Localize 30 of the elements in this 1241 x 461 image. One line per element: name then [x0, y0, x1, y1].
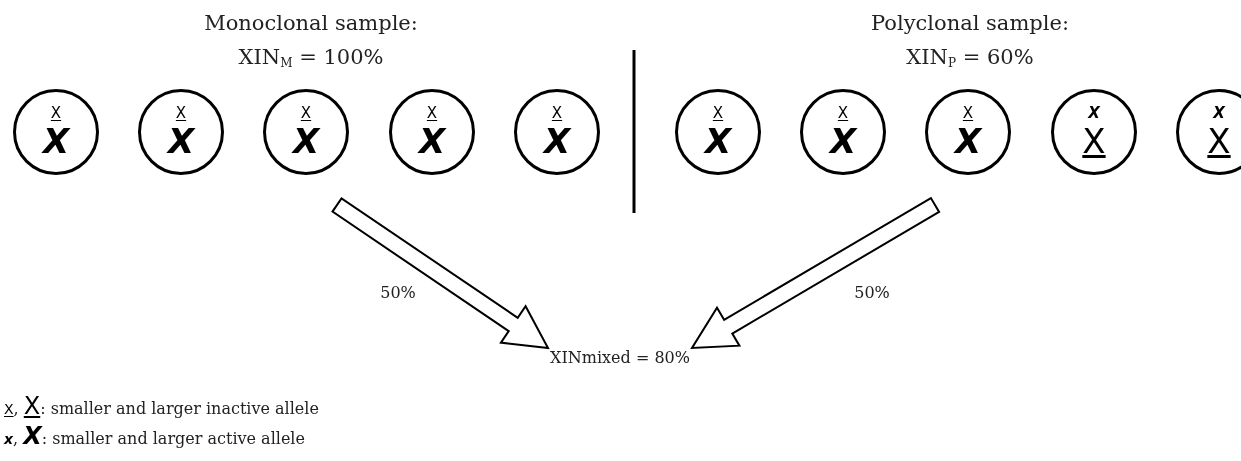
allele-symbol: X — [418, 124, 446, 158]
allele-symbol: X — [551, 106, 563, 121]
legend-entry: x, X: smaller and larger active allele — [4, 422, 305, 450]
allele-symbol: X — [175, 106, 187, 121]
result-text: XINmixed = 80% — [550, 347, 690, 367]
allele-symbol: X — [1082, 124, 1106, 158]
allele-symbol: X — [712, 106, 724, 121]
allele-symbol: X — [1207, 124, 1231, 158]
allele-symbol: X — [543, 124, 571, 158]
allele-symbol: X — [426, 106, 438, 121]
allele-symbol: X — [292, 124, 320, 158]
allele-symbol: X — [167, 124, 195, 158]
allele-symbol: X — [1213, 106, 1225, 121]
allele-symbol: X — [837, 106, 849, 121]
sample-heading: Polyclonal sample: — [871, 10, 1069, 36]
allele-symbol: X — [829, 124, 857, 158]
allele-symbol: X — [50, 106, 62, 121]
sample-heading: XIN$_{P}$ = 60% — [906, 44, 1034, 72]
allele-symbol: X — [300, 106, 312, 121]
allele-symbol: X — [1088, 106, 1100, 121]
allele-symbol: X — [954, 124, 982, 158]
hollow-arrow — [690, 196, 941, 350]
hollow-arrow — [331, 197, 550, 350]
cell-circle — [1176, 89, 1241, 175]
sample-heading: XIN$_{M}$ = 100% — [238, 44, 384, 72]
legend-entry: X, X: smaller and larger inactive allele — [4, 392, 319, 420]
allele-symbol: X — [962, 106, 974, 121]
allele-symbol: X — [42, 124, 70, 158]
allele-symbol: X — [704, 124, 732, 158]
sample-heading: Monoclonal sample: — [204, 10, 418, 36]
